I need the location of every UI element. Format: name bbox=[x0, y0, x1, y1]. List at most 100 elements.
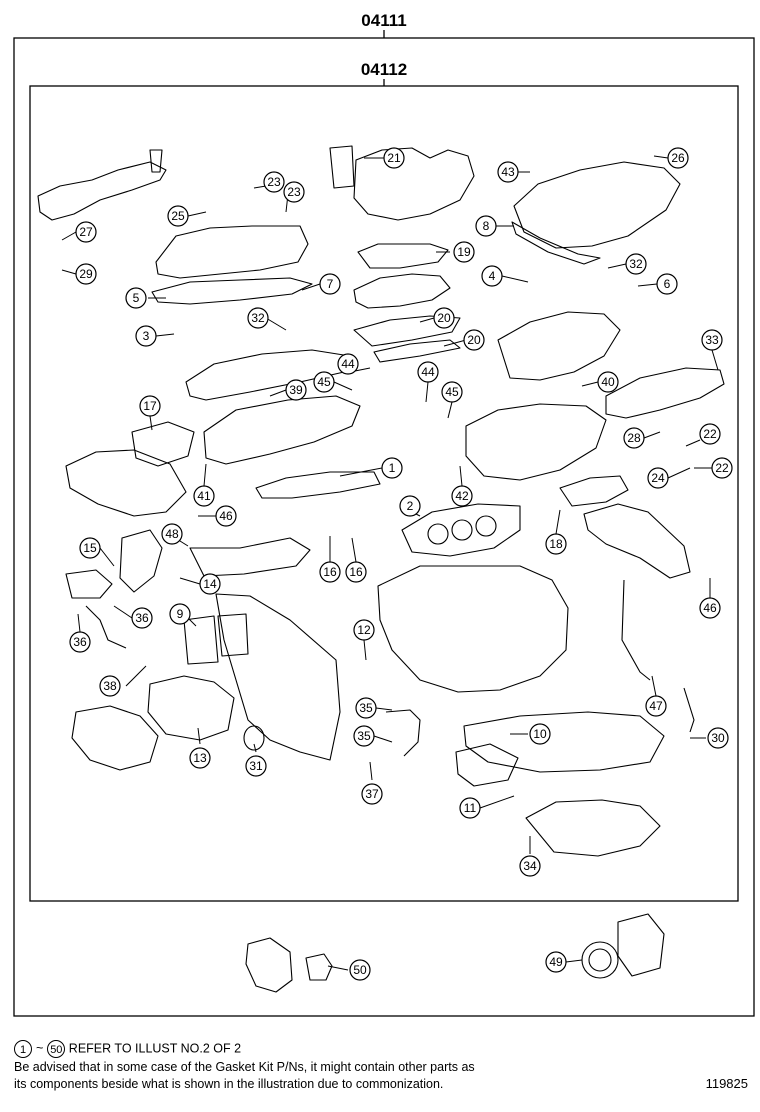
footer-note-line-1: Be advised that in some case of the Gask… bbox=[14, 1060, 475, 1074]
svg-text:26: 26 bbox=[671, 151, 685, 165]
leader-lines bbox=[61, 155, 719, 971]
part-drawings bbox=[37, 145, 725, 993]
part-oil-pan-upper bbox=[463, 711, 665, 773]
callout-26: 26 bbox=[667, 147, 689, 169]
callout-39: 39 bbox=[285, 379, 307, 401]
part-exhaust-manifold-left bbox=[65, 449, 187, 517]
svg-text:45: 45 bbox=[317, 375, 331, 389]
callout-46a: 46 bbox=[215, 505, 237, 527]
part-head-gasket-right bbox=[401, 503, 521, 557]
part-valve-cover-gasket-left bbox=[151, 277, 313, 305]
svg-text:10: 10 bbox=[533, 727, 547, 741]
svg-text:4: 4 bbox=[489, 269, 496, 283]
svg-text:17: 17 bbox=[143, 399, 157, 413]
callout-20a: 20 bbox=[433, 307, 455, 329]
part-fuel-rail-right bbox=[605, 367, 725, 419]
svg-text:44: 44 bbox=[421, 365, 435, 379]
svg-text:13: 13 bbox=[193, 751, 207, 765]
callout-45a: 45 bbox=[313, 371, 335, 393]
part-oil-pan-lower bbox=[525, 799, 661, 857]
part-water-outlet bbox=[65, 569, 113, 599]
callout-48: 48 bbox=[161, 523, 183, 545]
callout-50: 50 bbox=[349, 959, 371, 981]
svg-text:16: 16 bbox=[323, 565, 337, 579]
svg-text:44: 44 bbox=[341, 357, 355, 371]
callout-35b: 35 bbox=[353, 725, 375, 747]
part-exhaust-manifold-right bbox=[583, 503, 691, 579]
callout-24: 24 bbox=[647, 467, 669, 489]
svg-text:3: 3 bbox=[143, 329, 150, 343]
callout-20b: 20 bbox=[463, 329, 485, 351]
part-valve-cover-right bbox=[513, 161, 681, 249]
part-water-pump bbox=[71, 705, 159, 771]
ref-end-callout: 50 bbox=[47, 1040, 66, 1058]
part-rear-oil-seal bbox=[581, 941, 619, 979]
part-water-bypass-pipe bbox=[189, 537, 311, 577]
callout-44a: 44 bbox=[337, 353, 359, 375]
svg-text:11: 11 bbox=[464, 801, 477, 815]
svg-text:42: 42 bbox=[455, 489, 469, 503]
part-oil-pump-gasket bbox=[217, 613, 249, 657]
part-cylinder-block bbox=[377, 565, 569, 693]
callout-1: 1 bbox=[381, 457, 403, 479]
callout-25: 25 bbox=[167, 205, 189, 227]
part-bore-3 bbox=[475, 515, 497, 537]
callout-21: 21 bbox=[383, 147, 405, 169]
svg-text:47: 47 bbox=[649, 699, 663, 713]
svg-text:28: 28 bbox=[627, 431, 641, 445]
svg-text:15: 15 bbox=[83, 541, 97, 555]
part-oil-pump-cover bbox=[183, 615, 219, 665]
svg-text:46: 46 bbox=[703, 601, 717, 615]
callout-22b: 22 bbox=[711, 457, 733, 479]
svg-text:20: 20 bbox=[467, 333, 481, 347]
ref-text: REFER TO ILLUST NO.2 OF 2 bbox=[68, 1041, 242, 1056]
svg-text:24: 24 bbox=[651, 471, 665, 485]
callout-37: 37 bbox=[361, 783, 383, 805]
callout-15: 15 bbox=[79, 537, 101, 559]
kit-label-inner: 04112 bbox=[361, 60, 407, 79]
callout-45b: 45 bbox=[441, 381, 463, 403]
callout-28: 28 bbox=[623, 427, 645, 449]
callout-8: 8 bbox=[475, 215, 497, 237]
svg-text:35: 35 bbox=[357, 729, 371, 743]
callout-47: 47 bbox=[645, 695, 667, 717]
svg-text:12: 12 bbox=[357, 623, 371, 637]
svg-text:30: 30 bbox=[711, 731, 725, 745]
callout-34: 34 bbox=[519, 855, 541, 877]
svg-text:34: 34 bbox=[523, 859, 537, 873]
callout-44b: 44 bbox=[417, 361, 439, 383]
svg-text:9: 9 bbox=[177, 607, 184, 621]
svg-text:22: 22 bbox=[703, 427, 717, 441]
callout-31: 31 bbox=[245, 755, 267, 777]
part-camshaft-housing-right bbox=[497, 311, 621, 381]
svg-text:32: 32 bbox=[251, 311, 265, 325]
callout-4: 4 bbox=[481, 265, 503, 287]
callout-38: 38 bbox=[99, 675, 121, 697]
part-vsv-gasket bbox=[305, 953, 333, 981]
part-oil-cooler-tube bbox=[385, 709, 421, 757]
svg-text:1: 1 bbox=[389, 461, 396, 475]
kit-label-outer: 04111 bbox=[361, 11, 406, 30]
illustration-number: 119825 bbox=[705, 1076, 748, 1091]
part-bore-2 bbox=[451, 519, 473, 541]
callout-33: 33 bbox=[701, 329, 723, 351]
part-air-intake-chamber bbox=[353, 147, 475, 221]
svg-text:46: 46 bbox=[219, 509, 233, 523]
part-intake-gasket-set bbox=[357, 243, 449, 269]
part-head-gasket-left bbox=[255, 471, 381, 499]
footer-reference: 1~50 REFER TO ILLUST NO.2 OF 2 bbox=[14, 1040, 241, 1058]
svg-text:39: 39 bbox=[289, 383, 303, 397]
part-bore-1 bbox=[427, 523, 449, 545]
part-intake-adapter bbox=[329, 145, 355, 189]
callout-29: 29 bbox=[75, 263, 97, 285]
callout-49: 49 bbox=[545, 951, 567, 973]
part-oil-level-gauge bbox=[683, 687, 695, 733]
part-water-pump-gasket bbox=[147, 675, 235, 741]
callout-36b: 36 bbox=[69, 631, 91, 653]
part-water-inlet-housing bbox=[119, 529, 163, 593]
svg-text:2: 2 bbox=[407, 499, 414, 513]
part-cylinder-head-left bbox=[203, 395, 361, 465]
part-oil-level-gauge-guide bbox=[621, 579, 651, 681]
svg-text:29: 29 bbox=[79, 267, 93, 281]
